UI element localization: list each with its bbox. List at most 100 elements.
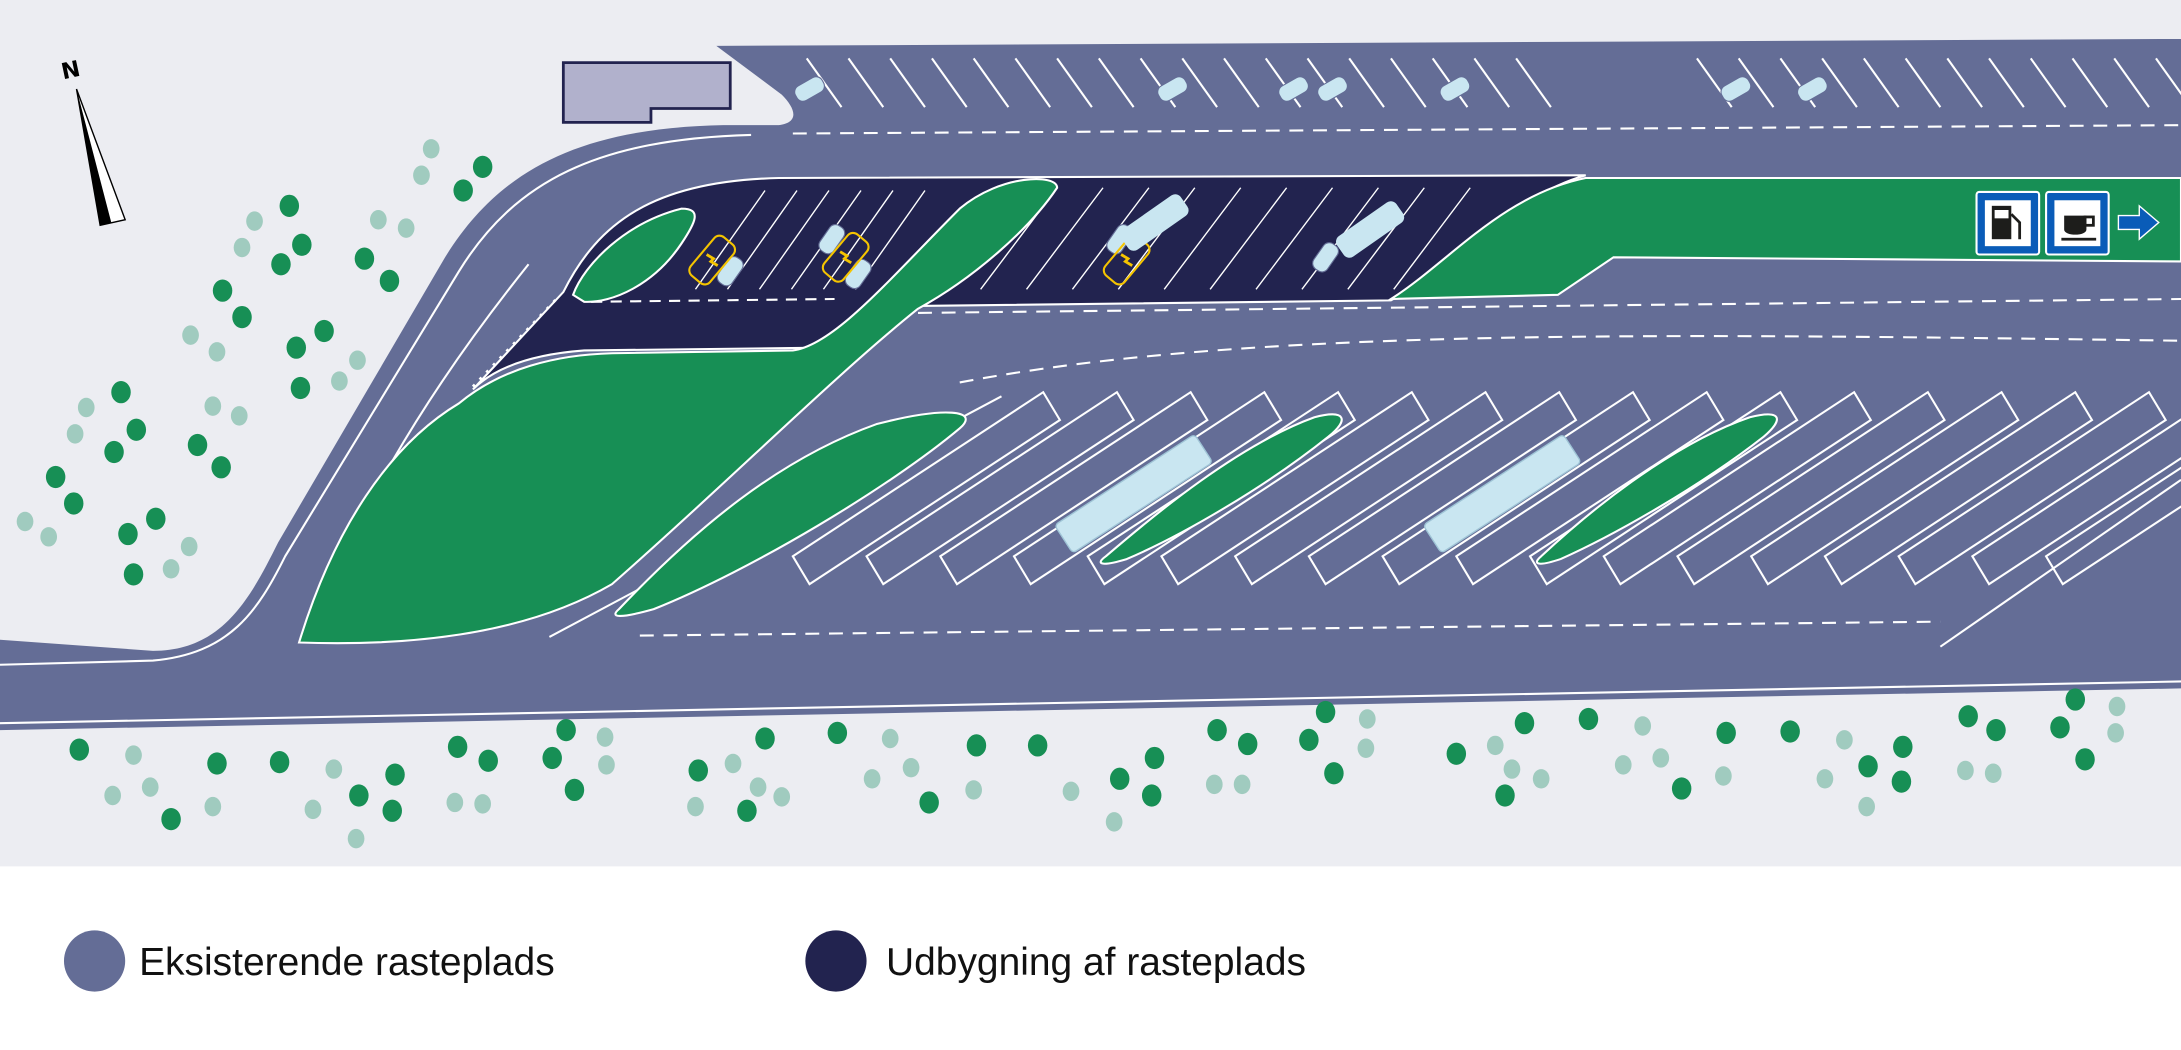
green-wedge — [297, 178, 1059, 645]
parking-stripe — [822, 190, 894, 290]
truck-parking-slot — [865, 390, 1136, 586]
green-island — [571, 207, 696, 303]
car-icon — [1439, 76, 1471, 102]
tree-dark — [126, 418, 147, 441]
tree-dark — [1144, 746, 1165, 770]
tree-dark — [290, 376, 311, 400]
green-island — [1536, 413, 1778, 565]
tree-dark — [2065, 688, 2086, 711]
tree-dark — [292, 233, 312, 256]
tree-light — [208, 342, 226, 362]
parking-stripe — [1473, 57, 1511, 108]
tree-light — [1486, 735, 1504, 756]
tree-dark — [1986, 719, 2006, 742]
tree-light — [413, 165, 430, 185]
tree-dark — [2050, 716, 2070, 739]
truck-icon — [1055, 435, 1212, 553]
car-icon — [794, 76, 825, 102]
tree-light — [1503, 759, 1521, 779]
truck-parking-slot — [1749, 390, 2020, 586]
tree-dark — [118, 522, 138, 546]
tree-light — [141, 777, 159, 797]
car-icon — [1312, 242, 1340, 273]
tree-dark — [385, 763, 405, 786]
tree-light — [446, 792, 464, 813]
truck-parking-slot — [1676, 390, 1946, 586]
truck-parking-slot — [1307, 390, 1578, 586]
tree-dark — [379, 269, 400, 293]
parking-stripe — [1904, 57, 1942, 108]
tree-light — [1532, 769, 1550, 789]
tree-dark — [453, 179, 473, 202]
truck-parking-slot — [1454, 390, 1725, 586]
tree-dark — [1893, 735, 1913, 758]
parking-stripe — [1264, 57, 1302, 108]
car-icon — [1317, 76, 1348, 102]
legend-item-expansion: Udbygning af rasteplads — [805, 930, 1306, 992]
tree-light — [724, 753, 742, 774]
road-edge-line — [0, 133, 752, 666]
tree-dark — [827, 721, 848, 745]
tree-light — [349, 350, 366, 370]
tree-light — [1816, 769, 1834, 789]
truck-parking-slot — [1160, 390, 1430, 586]
lane-marking — [591, 297, 835, 303]
tree-light — [1205, 774, 1223, 795]
parking-stripe — [2113, 57, 2150, 108]
tree-dark — [447, 735, 468, 758]
tree-dark — [1446, 742, 1467, 765]
truck-parking-slot — [938, 390, 1209, 586]
parking-stripes-existing — [805, 57, 2181, 108]
parking-stripe — [1306, 57, 1344, 108]
truck-parking-slot — [1602, 390, 1873, 586]
tree-light — [369, 210, 387, 230]
tree-dark — [966, 734, 987, 757]
tree-dark — [564, 778, 585, 802]
car-icon — [1720, 76, 1752, 102]
parking-stripe — [1255, 187, 1334, 290]
tree-dark — [1780, 720, 1800, 743]
charging-bolt-icon — [705, 253, 719, 267]
tree-dark — [472, 155, 493, 179]
tree-light — [162, 559, 180, 579]
parking-stripe — [2155, 57, 2181, 96]
legend-background — [0, 866, 2181, 1050]
tree-light — [66, 424, 84, 444]
parking-stripe — [1056, 57, 1093, 108]
tree-light — [1233, 774, 1251, 795]
tree-dark — [1495, 784, 1515, 807]
tree-dark — [69, 738, 90, 761]
ev-charging-spot — [821, 231, 870, 283]
tree-light — [863, 769, 881, 789]
tree-dark — [1671, 777, 1692, 800]
parking-stripe — [1393, 187, 1471, 290]
tree-dark — [354, 247, 375, 270]
tree-dark — [63, 492, 84, 515]
tree-dark — [478, 749, 498, 772]
truck-icon — [1424, 435, 1581, 553]
tree-light — [1652, 748, 1670, 768]
parking-stripe — [889, 57, 926, 108]
tree-dark — [123, 563, 144, 586]
parking-stripe — [1946, 57, 1983, 108]
tree-dark — [737, 799, 757, 822]
car-icon — [1157, 76, 1188, 102]
legend-swatch-existing — [63, 930, 126, 992]
parking-stripe — [1097, 57, 1135, 108]
tree-light — [2108, 696, 2126, 717]
tree-dark — [187, 433, 208, 457]
north-arrow: N — [59, 56, 127, 227]
crosswalk-marking — [471, 298, 558, 388]
tree-light — [687, 796, 704, 817]
tree-light — [180, 536, 198, 557]
parking-stripe — [1515, 57, 1552, 108]
car-icon — [818, 224, 846, 255]
truck-parking-slot — [1970, 418, 2181, 586]
tree-light — [325, 759, 343, 779]
tree-light — [749, 777, 767, 797]
tree-light — [422, 139, 440, 159]
parking-stripe — [694, 190, 766, 290]
tree-light — [233, 237, 251, 258]
parking-stripe — [758, 190, 830, 290]
